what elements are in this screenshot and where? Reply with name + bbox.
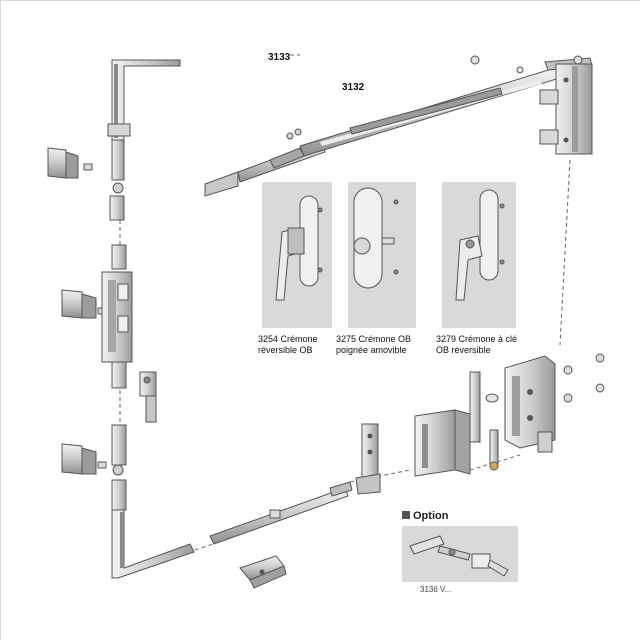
handle-panel-3 (442, 182, 516, 328)
bottom-rod (209, 481, 353, 545)
top-border (0, 0, 640, 1)
handle-caption-1: 3254 Crémone réversible OB (258, 334, 318, 356)
bottom-corner-piece (111, 424, 195, 579)
left-keeper-top (47, 147, 93, 179)
bottom-hinge (504, 355, 556, 453)
cremone-handle-reversible-icon (275, 195, 323, 301)
lock-cam-piece (139, 371, 157, 423)
cremone-handle-lockable-icon (455, 189, 505, 301)
center-vertical-keeper (355, 423, 381, 495)
handle-caption-1-line2: réversible OB (258, 345, 313, 355)
left-keeper-middle (61, 289, 107, 319)
handle-caption-3: 3279 Crémone à clé OB réversible (436, 334, 517, 356)
option-panel (402, 526, 518, 582)
handle-panel-1 (262, 182, 332, 328)
handle-caption-3-line2: OB réversible (436, 345, 491, 355)
left-border (0, 0, 1, 640)
handle-caption-1-line1: 3254 Crémone (258, 334, 318, 344)
option-bottom-partial: 3136 V... (420, 585, 452, 594)
bottom-keeper (239, 555, 287, 589)
handle-panel-2 (348, 182, 416, 328)
option-hardware-icon (409, 535, 509, 577)
option-square-icon (402, 511, 410, 519)
option-title: Option (402, 510, 448, 522)
handle-caption-2: 3275 Crémone OB poignée amovible (336, 334, 411, 356)
top-corner-piece (107, 59, 181, 221)
cremone-handle-removable-icon (353, 187, 399, 289)
left-keeper-bottom (61, 443, 107, 475)
top-hinge (539, 57, 593, 155)
screws-right (470, 55, 605, 403)
handle-caption-2-line1: 3275 Crémone OB (336, 334, 412, 344)
handle-caption-2-line2: poignée amovible (336, 345, 407, 355)
callout-top-partial: 3133 (268, 52, 291, 63)
top-connecting-arm (204, 66, 561, 197)
callout-connecting-arm: 3132 (342, 82, 365, 93)
handle-caption-3-line1: 3279 Crémone à clé (436, 334, 518, 344)
espagnolette-gearbox (101, 244, 133, 389)
option-title-text: Option (413, 510, 449, 522)
hinge-bracket (414, 371, 499, 477)
